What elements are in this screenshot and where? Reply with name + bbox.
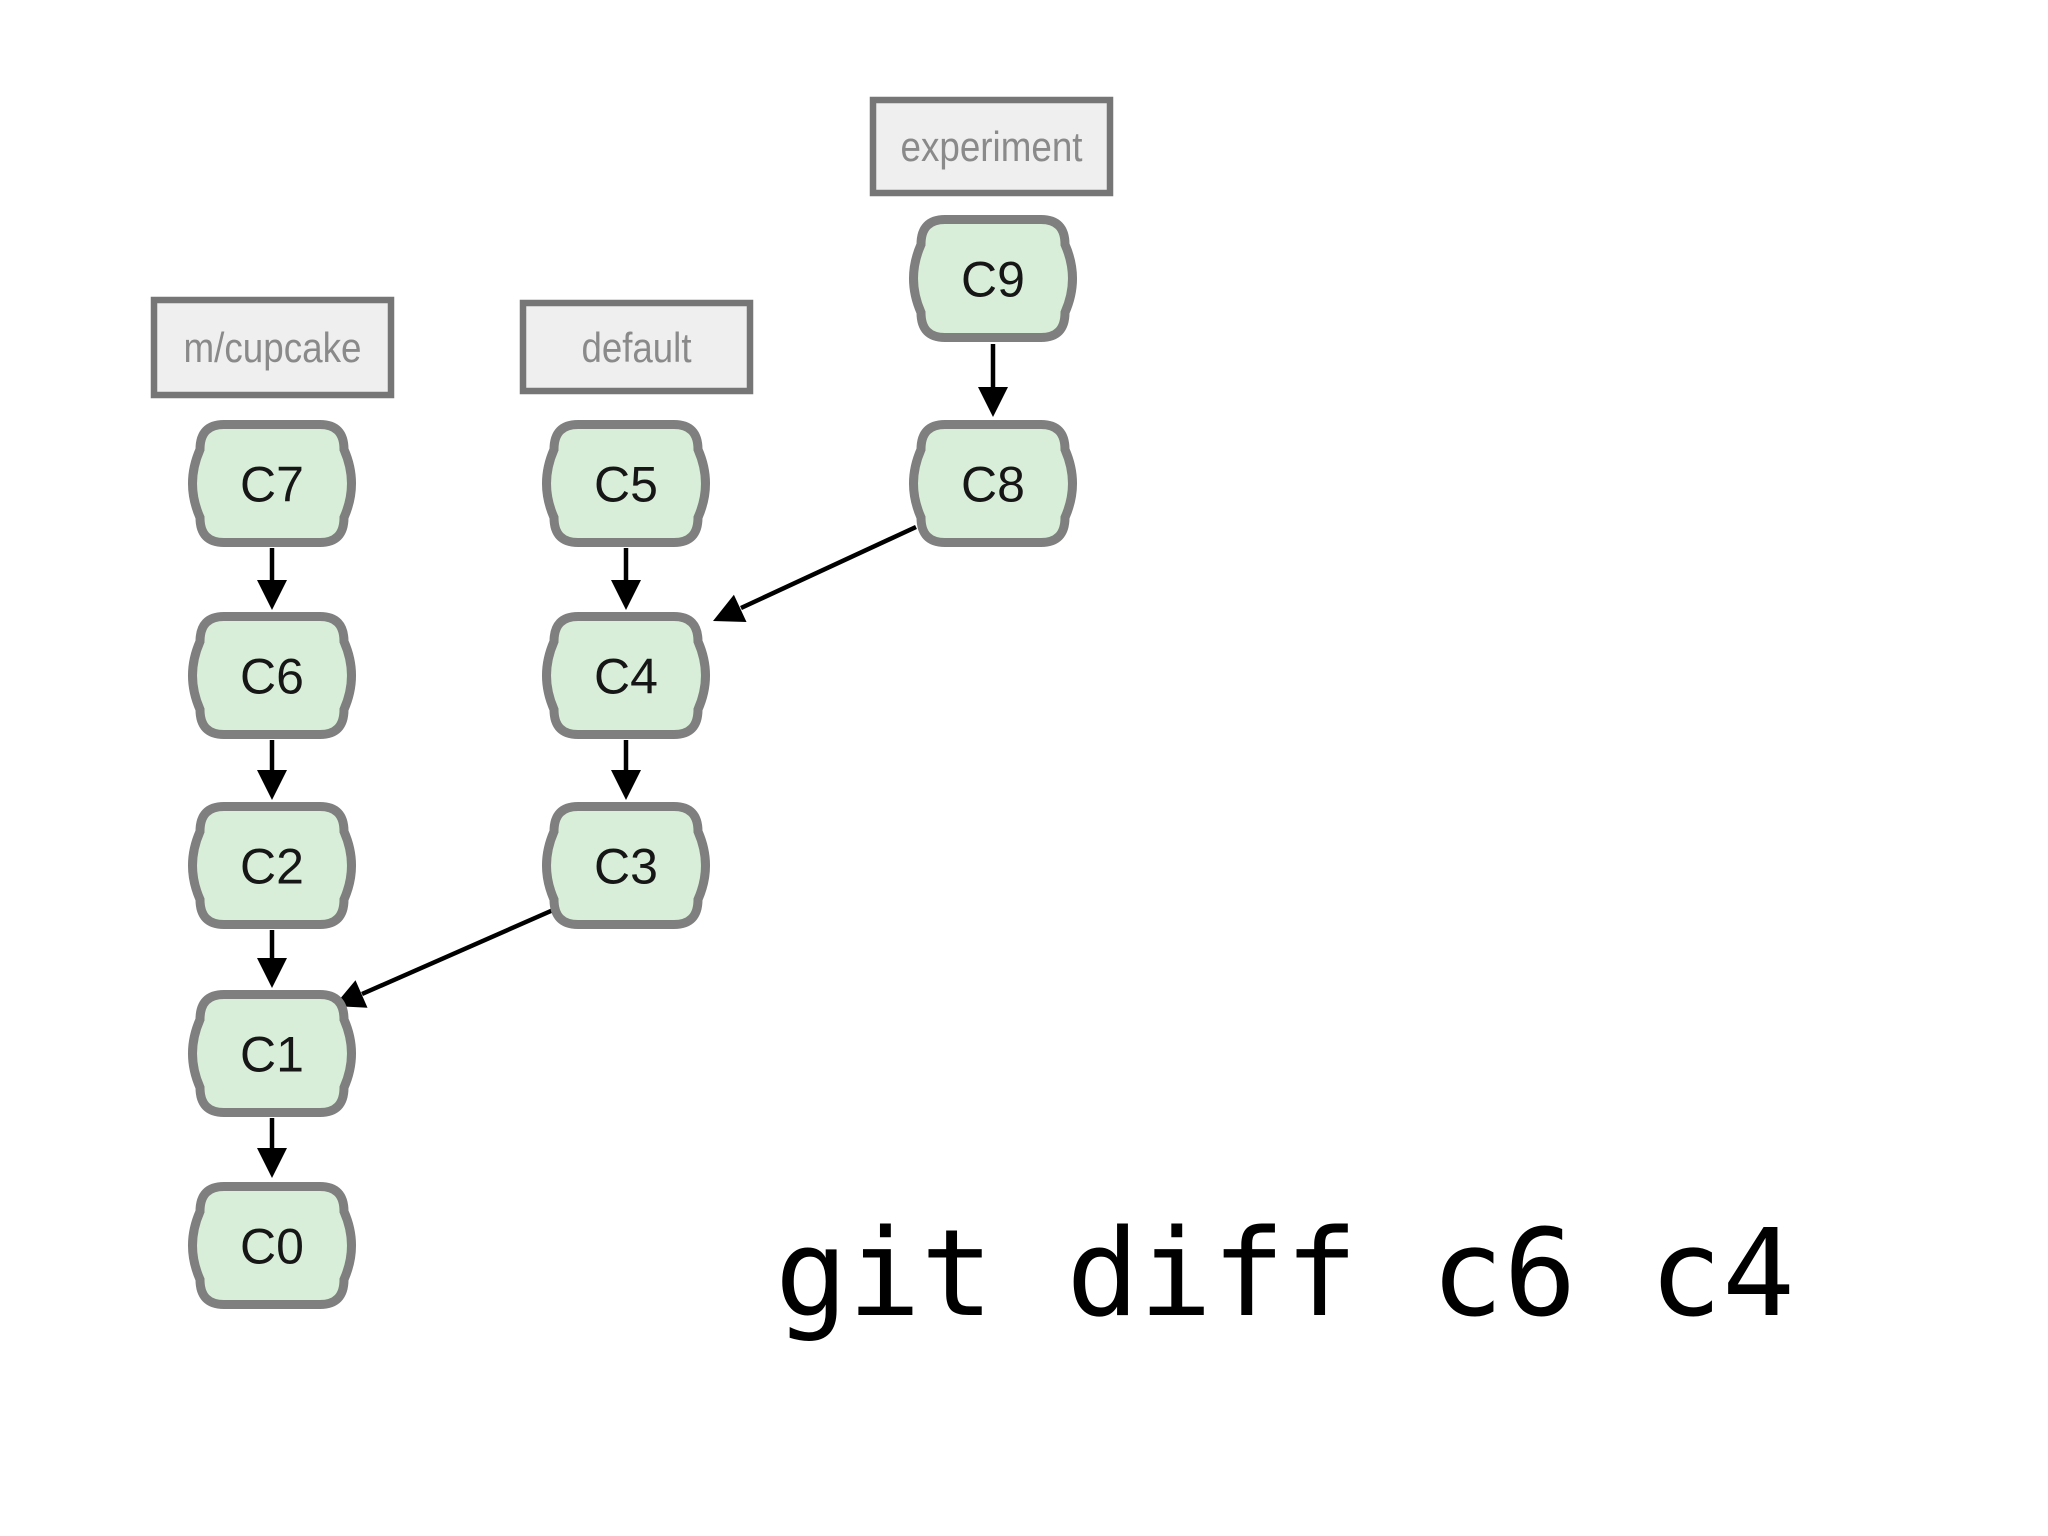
commit-node-c1: C1	[188, 990, 356, 1117]
commit-id: C6	[240, 649, 304, 705]
branch-label-box	[869, 96, 1114, 197]
commit-shape	[188, 612, 356, 739]
commit-shape	[542, 802, 710, 929]
commit-id: C7	[240, 457, 304, 513]
commit-id: C8	[961, 457, 1025, 513]
branch-label-text: default	[582, 324, 692, 371]
edge-c1-c0	[257, 1118, 287, 1178]
commit-id: C3	[594, 839, 658, 895]
commit-shape	[188, 990, 356, 1117]
arrowhead-icon	[713, 594, 747, 622]
commit-shape	[909, 215, 1077, 342]
commit-node-c4: C4	[542, 612, 710, 739]
edge-shaft	[740, 524, 917, 611]
edge-c3-c1	[334, 904, 561, 1008]
branch-label-text: m/cupcake	[184, 324, 362, 371]
edge-c5-c4	[611, 548, 641, 610]
branch-label-box	[150, 296, 395, 399]
commit-id: C5	[594, 457, 658, 513]
commit-node-c6: C6	[188, 612, 356, 739]
commit-shape	[188, 1182, 356, 1309]
commit-id: C9	[961, 252, 1025, 308]
edge-c7-c6	[257, 548, 287, 610]
commit-node-c7: C7	[188, 420, 356, 547]
commit-shape	[542, 420, 710, 547]
edge-c2-c1	[257, 930, 287, 988]
commit-node-c3: C3	[542, 802, 710, 929]
branch-label-default: default	[519, 299, 754, 395]
commit-id: C2	[240, 839, 304, 895]
commit-node-c9: C9	[909, 215, 1077, 342]
commit-node-c5: C5	[542, 420, 710, 547]
arrowhead-icon	[611, 580, 641, 610]
edge-c6-c2	[257, 740, 287, 800]
edge-shaft	[361, 904, 561, 997]
commit-node-c0: C0	[188, 1182, 356, 1309]
arrowhead-icon	[257, 580, 287, 610]
branch-label-text: experiment	[901, 123, 1083, 170]
arrowhead-icon	[978, 387, 1008, 417]
arrowhead-icon	[257, 770, 287, 800]
arrowhead-icon	[257, 958, 287, 988]
edge-c4-c3	[611, 740, 641, 800]
commit-shape	[188, 802, 356, 929]
edge-c8-c4	[713, 524, 917, 622]
branch-label-box	[519, 299, 754, 395]
arrowhead-icon	[257, 1148, 287, 1178]
commit-shape	[188, 420, 356, 547]
commit-shape	[909, 420, 1077, 547]
branch-label-m-cupcake: m/cupcake	[150, 296, 395, 399]
commit-node-c8: C8	[909, 420, 1077, 547]
commit-node-c2: C2	[188, 802, 356, 929]
git-command-text: git diff c6 c4	[775, 1205, 1795, 1344]
commit-id: C1	[240, 1027, 304, 1083]
commit-id: C4	[594, 649, 658, 705]
arrowhead-icon	[611, 770, 641, 800]
edge-c9-c8	[978, 344, 1008, 417]
branch-label-experiment: experiment	[869, 96, 1114, 197]
commit-id: C0	[240, 1219, 304, 1275]
commit-shape	[542, 612, 710, 739]
